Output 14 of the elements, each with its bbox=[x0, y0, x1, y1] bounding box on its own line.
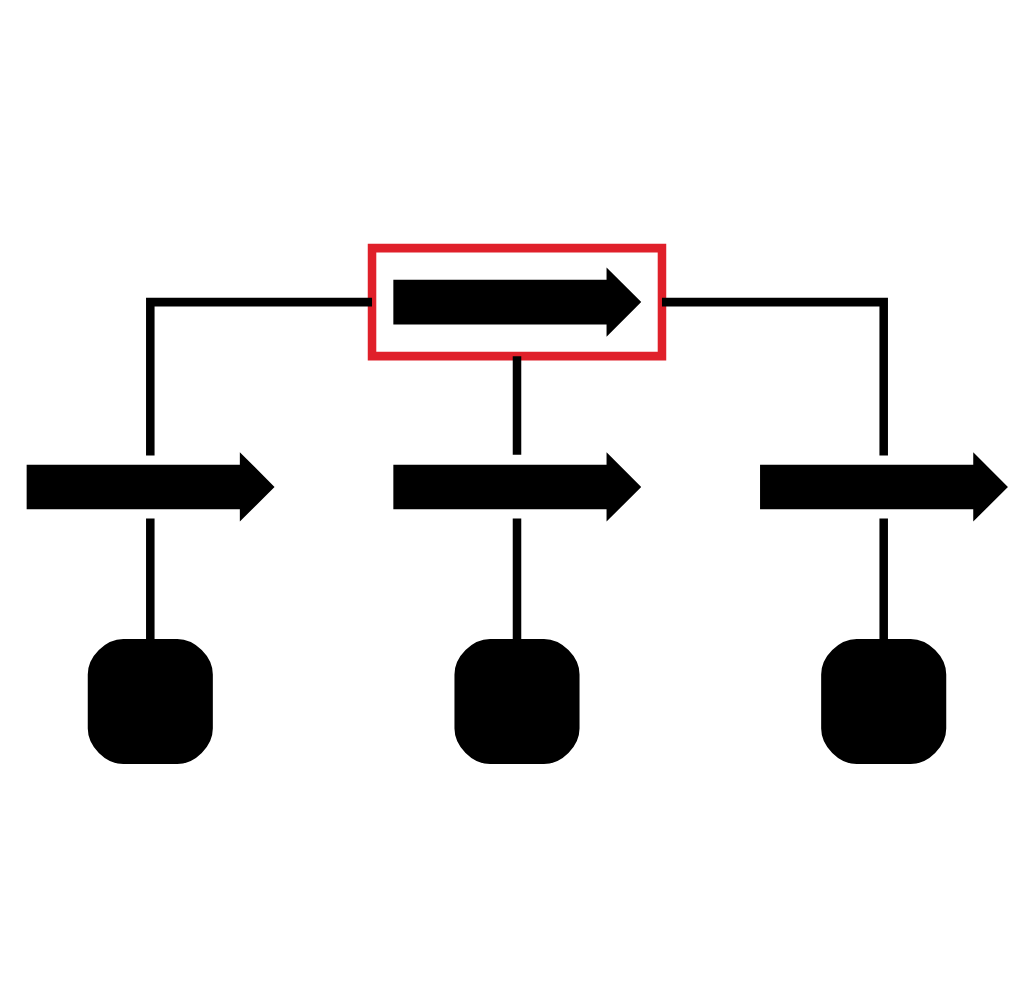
node-key bbox=[393, 452, 642, 522]
connector bbox=[146, 297, 373, 456]
cluster bbox=[367, 243, 667, 361]
connector bbox=[661, 297, 888, 456]
connector bbox=[879, 518, 888, 641]
node-padlock bbox=[821, 639, 947, 765]
connector bbox=[146, 518, 155, 641]
node-key bbox=[760, 452, 1008, 522]
node-padlock bbox=[87, 639, 213, 765]
node-key bbox=[393, 267, 642, 337]
node-padlock bbox=[454, 639, 580, 765]
node-key bbox=[26, 452, 275, 522]
connector bbox=[512, 518, 522, 641]
connector bbox=[512, 356, 522, 455]
